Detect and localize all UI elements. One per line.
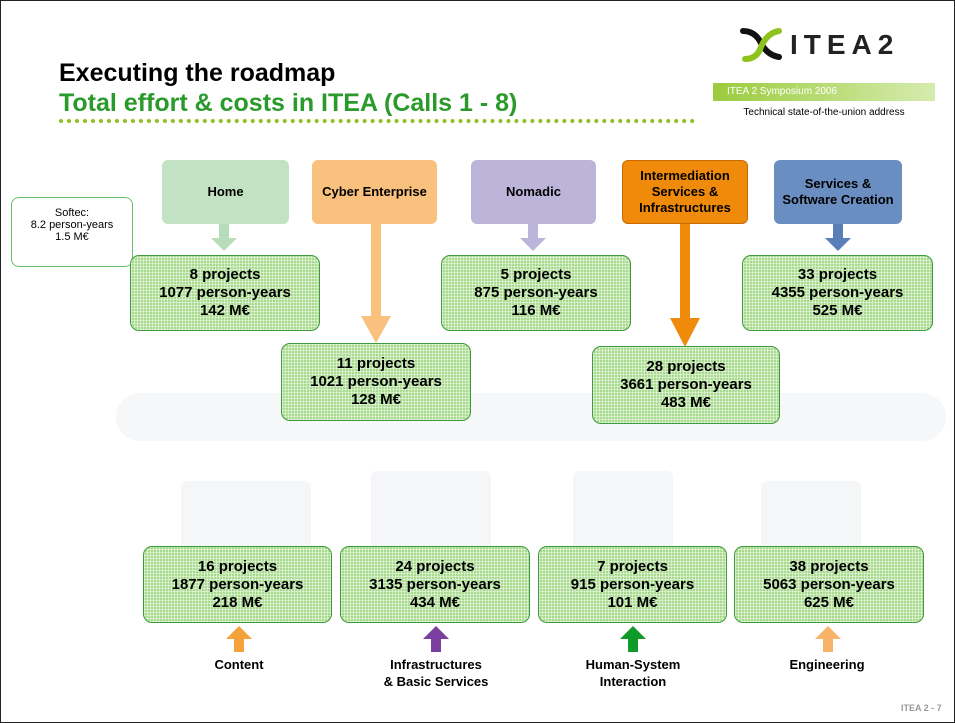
box-engineering-projects: 38 projects [789,557,869,575]
box-engineering-effort: 5063 person-years [763,575,895,593]
box-home-cost: 142 M€ [199,302,251,319]
box-intermediation: 28 projects 3661 person-years 483 M€ [592,346,780,424]
label-hsi-line1: Human-System [585,657,681,672]
logo-x-icon [740,28,782,62]
box-engineering-cost: 625 M€ [803,593,855,611]
category-cyber-enterprise: Cyber Enterprise [312,160,437,224]
box-nomadic-effort: 875 person-years [474,284,598,301]
engineering-up-arrow-icon [815,626,841,652]
home-arrow-icon [211,224,237,251]
hsi-up-arrow-icon [620,626,646,652]
label-engineering: Engineering [789,657,865,672]
box-cyber-effort: 1021 person-years [310,373,442,390]
slide-title: Executing the roadmap [59,59,336,87]
label-content: Content [214,657,264,672]
box-content-effort: 1877 person-years [171,575,304,593]
softec-line2: 8.2 person-years [30,219,114,231]
box-intermediation-effort: 3661 person-years [620,376,752,393]
background-device-3 [573,471,673,549]
box-content-cost: 218 M€ [212,593,263,611]
category-home: Home [162,160,289,224]
box-intermediation-cost: 483 M€ [660,394,712,411]
itea2-logo: ITEA2 [735,25,935,67]
box-infra-projects: 24 projects [395,557,475,575]
softec-line1: Softec: [54,207,90,219]
nomadic-arrow-icon [520,224,546,251]
softec-line3: 1.5 M€ [55,231,89,243]
box-services-projects: 33 projects [797,266,878,283]
content-up-arrow-icon [226,626,252,652]
dotted-divider [59,119,695,123]
box-hsi-cost: 101 M€ [607,593,658,611]
box-content-projects: 16 projects [197,557,278,575]
box-cyber: 11 projects 1021 person-years 128 M€ [281,343,471,421]
label-hsi: Human-System Interaction [568,656,698,690]
background-device-2 [371,471,491,549]
label-infrastructures: Infrastructures & Basic Services [361,656,511,690]
label-infra-line1: Infrastructures [390,657,482,672]
box-infrastructures: 24 projects 3135 person-years 434 M€ [340,546,530,623]
infra-up-arrow-icon [423,626,449,652]
category-intermediation: Intermediation Services & Infrastructure… [622,160,748,224]
slide-subtitle: Total effort & costs in ITEA (Calls 1 - … [59,89,518,117]
category-nomadic: Nomadic [471,160,596,224]
address-caption: Technical state-of-the-union address [743,107,905,118]
box-infra-effort: 3135 person-years [369,575,501,593]
box-home: 8 projects 1077 person-years 142 M€ [130,255,320,331]
logo-text: ITEA2 [790,29,900,60]
box-engineering: 38 projects 5063 person-years 625 M€ [734,546,924,623]
box-nomadic-cost: 116 M€ [511,302,561,319]
box-services: 33 projects 4355 person-years 525 M€ [742,255,933,331]
box-home-effort: 1077 person-years [159,284,291,301]
box-infra-cost: 434 M€ [409,593,461,611]
label-hsi-line2: Interaction [599,674,667,689]
box-home-projects: 8 projects [189,266,261,283]
box-hsi-projects: 7 projects [597,557,668,575]
background-device-1 [181,481,311,551]
box-cyber-cost: 128 M€ [350,391,402,408]
label-infra-line2: & Basic Services [383,674,489,689]
background-network-band [116,393,946,441]
services-arrow-icon [825,224,851,251]
background-device-4 [761,481,861,551]
box-hsi-effort: 915 person-years [570,575,695,593]
box-nomadic: 5 projects 875 person-years 116 M€ [441,255,631,331]
page-number: ITEA 2 - 7 [901,703,942,713]
box-content: 16 projects 1877 person-years 218 M€ [143,546,332,623]
box-services-cost: 525 M€ [812,302,863,319]
cyber-arrow-icon [361,224,391,343]
box-hsi: 7 projects 915 person-years 101 M€ [538,546,727,623]
box-nomadic-projects: 5 projects [500,266,572,283]
intermediation-arrow-icon [670,224,700,347]
category-services-software: Services & Software Creation [774,160,902,224]
box-services-effort: 4355 person-years [771,284,904,301]
symposium-banner: ITEA 2 Symposium 2006 [713,83,935,101]
box-intermediation-projects: 28 projects [646,358,726,375]
softec-note: Softec: 8.2 person-years 1.5 M€ [11,197,133,267]
box-cyber-projects: 11 projects [336,355,416,372]
